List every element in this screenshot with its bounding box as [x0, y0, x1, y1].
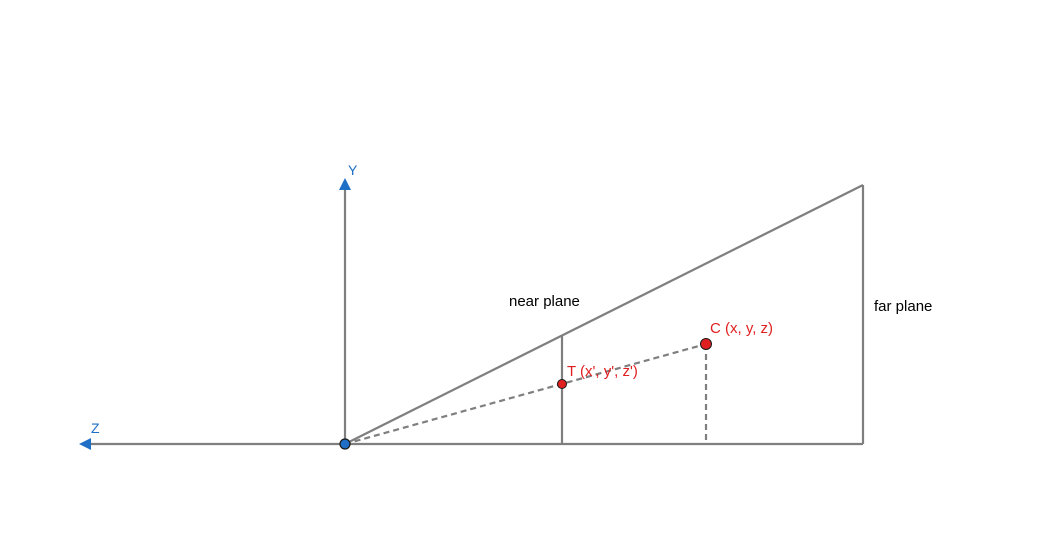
point-t-label: T (x', y', z') — [567, 363, 638, 380]
point-t — [557, 379, 567, 389]
origin-point — [339, 438, 351, 450]
point-c — [700, 338, 712, 350]
far-plane-label: far plane — [874, 298, 932, 315]
y-axis-arrow-icon — [339, 178, 351, 190]
frustum-top-edge — [344, 184, 864, 445]
z-axis-label: Z — [91, 420, 100, 436]
z-axis-arrow-icon — [79, 438, 91, 450]
point-c-label: C (x, y, z) — [710, 320, 773, 337]
projection-ray — [344, 342, 707, 446]
y-axis-label: Y — [348, 162, 358, 178]
near-plane-label: near plane — [509, 293, 580, 310]
